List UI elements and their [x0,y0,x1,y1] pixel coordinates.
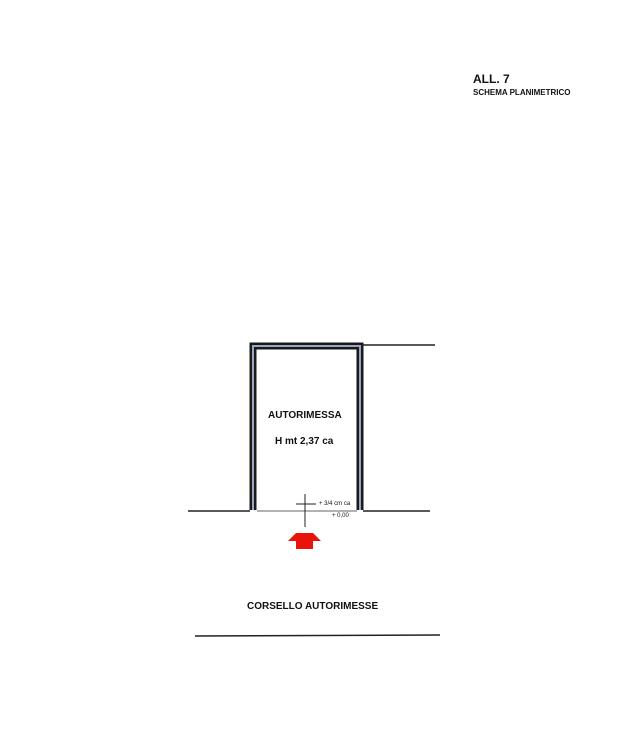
drawing-subtitle: SCHEMA PLANIMETRICO [473,88,571,97]
level-marker-cross [296,494,316,527]
corridor-label: CORSELLO AUTORIMESSE [247,601,379,612]
attachment-number: ALL. 7 [473,72,510,86]
level-step-label: + 3/4 cm ca [319,501,351,507]
corridor-line [194,634,441,637]
room-height-label: H mt 2,37 ca [275,436,334,447]
room-label: AUTORIMESSA [268,410,342,421]
level-zero-label: + 0,00 [332,513,349,519]
garage-walls [249,342,364,510]
entrance-arrow-icon [288,533,321,549]
